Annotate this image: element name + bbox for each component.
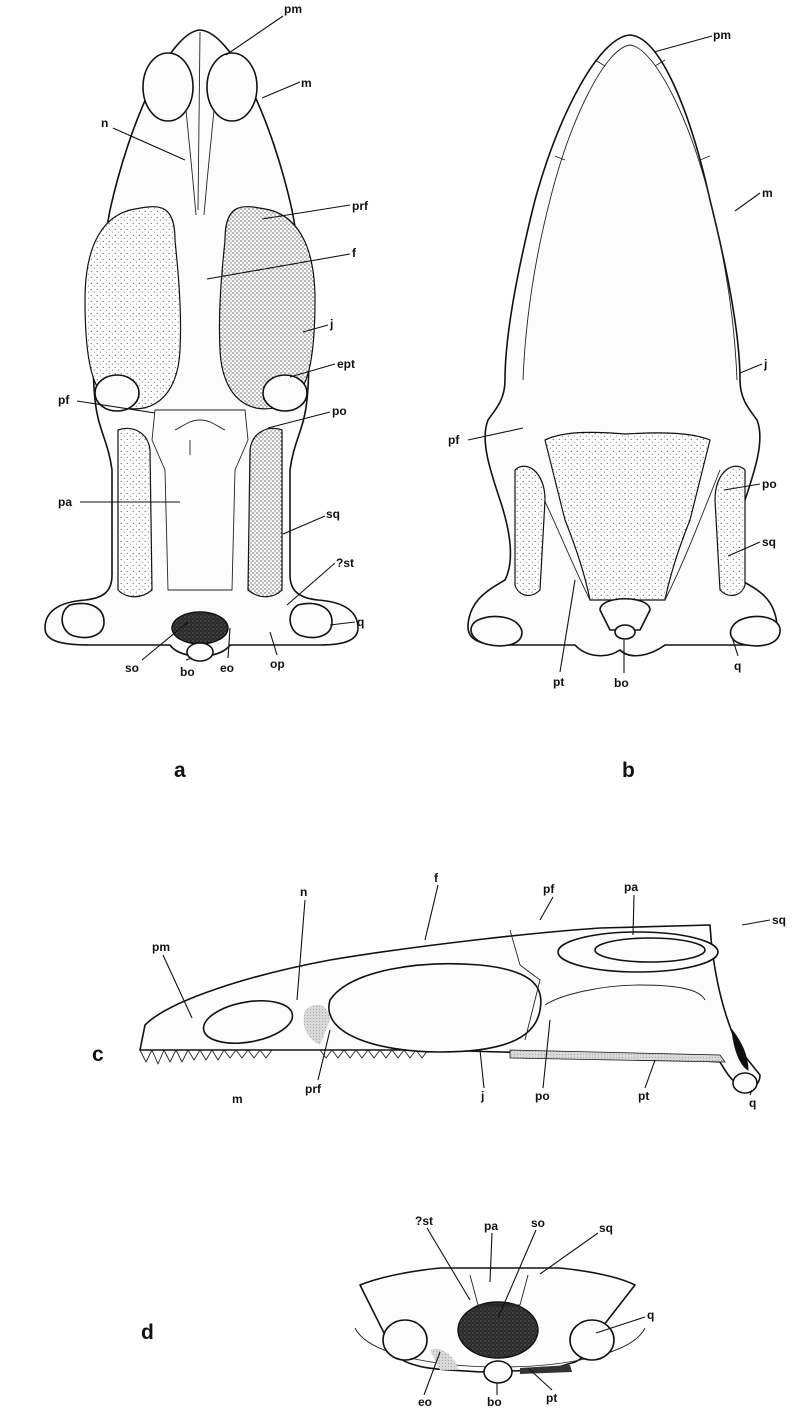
label-a-op: op [270, 657, 285, 671]
label-a-n: n [101, 116, 108, 130]
label-b-q: q [734, 659, 741, 673]
label-a-eo: eo [220, 661, 234, 675]
label-b-m: m [762, 186, 773, 200]
label-a-f: f [352, 246, 357, 260]
orbit-c [329, 964, 541, 1052]
label-d-eo: eo [418, 1395, 432, 1409]
panel-d-skull-occipital [355, 1268, 645, 1383]
foramen-magnum-d [458, 1302, 538, 1358]
orbit-right [219, 207, 315, 409]
label-a-pf: pf [58, 393, 70, 407]
quadrate-b-left [471, 616, 522, 645]
label-b-j: j [763, 357, 767, 371]
quadrate-right [290, 604, 332, 638]
label-c-j: j [480, 1089, 484, 1103]
label-d-pa: pa [484, 1219, 498, 1233]
condyle-b [615, 625, 635, 639]
label-c-pf: pf [543, 882, 555, 896]
postfrontal-lobe-right [263, 375, 307, 411]
label-a-prf: prf [352, 199, 369, 213]
label-c-f: f [434, 871, 439, 885]
label-b-pf: pf [448, 433, 460, 447]
label-b-pt: pt [553, 675, 564, 689]
label-d-st: ?st [415, 1214, 433, 1228]
label-c-q: q [749, 1096, 756, 1110]
temporal-fenestra-right [248, 428, 282, 596]
label-a-q: q [357, 615, 364, 629]
label-a-pa: pa [58, 495, 72, 509]
label-b-bo: bo [614, 676, 629, 690]
panel-b-skull-ventral [468, 35, 780, 656]
panel-letter-d: d [141, 1321, 154, 1344]
quadrate-b-right [731, 616, 781, 645]
label-c-po: po [535, 1089, 550, 1103]
parietal-window-c [595, 938, 705, 962]
temporal-opening-b-left [515, 466, 545, 595]
label-a-pm: pm [284, 2, 302, 16]
label-c-pa: pa [624, 880, 638, 894]
panel-a-skull-dorsal [45, 30, 358, 661]
label-d-so: so [531, 1216, 545, 1230]
label-a-sq: sq [326, 507, 340, 521]
condyle-d [484, 1361, 512, 1383]
tooth-row [140, 1050, 428, 1064]
post-temporal-left-d [383, 1320, 427, 1360]
orbit-left [85, 207, 181, 409]
panel-letter-a: a [174, 759, 186, 782]
label-a-st: ?st [336, 556, 354, 570]
label-c-m: m [232, 1092, 243, 1106]
temporal-opening-b-right [715, 466, 745, 595]
panel-c-skull-lateral [140, 925, 760, 1093]
label-a-m: m [301, 76, 312, 90]
panel-letter-b: b [622, 759, 635, 782]
label-c-n: n [300, 885, 307, 899]
label-b-po: po [762, 477, 777, 491]
label-a-ept: ept [337, 357, 355, 371]
label-d-q: q [647, 1308, 654, 1322]
naris-right [207, 53, 257, 121]
label-c-prf: prf [305, 1082, 322, 1096]
quadrate-left [62, 604, 104, 638]
quadrate-c [733, 1073, 757, 1093]
label-d-sq: sq [599, 1221, 613, 1235]
naris-left [143, 53, 193, 121]
label-d-pt: pt [546, 1391, 557, 1405]
label-b-sq: sq [762, 535, 776, 549]
panel-letter-c: c [92, 1043, 104, 1066]
temporal-fenestra-left [118, 428, 152, 596]
label-d-bo: bo [487, 1395, 502, 1409]
label-b-pm: pm [713, 28, 731, 42]
label-a-so: so [125, 661, 139, 675]
label-a-po: po [332, 404, 347, 418]
label-c-pt: pt [638, 1089, 649, 1103]
postfrontal-lobe-left [95, 375, 139, 411]
label-a-j: j [329, 317, 333, 331]
post-temporal-right-d [570, 1320, 614, 1360]
label-a-bo: bo [180, 665, 195, 679]
label-c-sq: sq [772, 913, 786, 927]
label-c-pm: pm [152, 940, 170, 954]
